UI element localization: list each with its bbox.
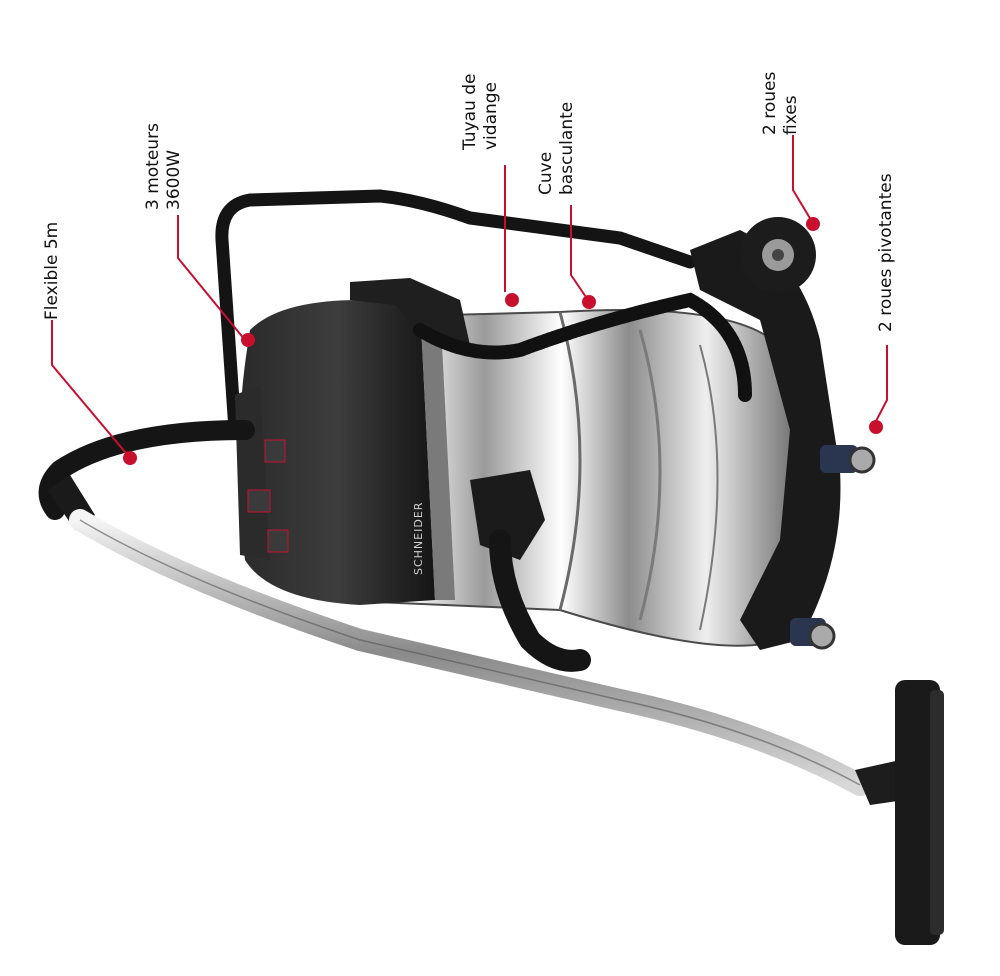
- tank-latch: [350, 278, 470, 345]
- callout-tank-label: Cuve basculante: [536, 101, 577, 195]
- floor-nozzle: [855, 680, 944, 945]
- leader-swivel-wheels: [873, 345, 888, 426]
- callout-dot-icon: [582, 295, 596, 309]
- leader-motors: [177, 215, 246, 341]
- swivel-wheel-bottom: [790, 618, 836, 650]
- callout-swivel-wheels-label: 2 roues pivotantes: [876, 173, 896, 332]
- callout-hose-label: Flexible 5m: [42, 221, 62, 320]
- callout-dot-icon: [806, 217, 820, 231]
- flexible-hose: [38, 420, 255, 520]
- callout-motors-label: 3 moteurs 3600W: [143, 123, 184, 210]
- hose-inlet: [470, 470, 545, 560]
- callout-dot-icon: [869, 420, 883, 434]
- leader-hose: [51, 320, 131, 459]
- leader-tank: [570, 205, 589, 301]
- push-handle: [215, 189, 697, 437]
- callout-dots: [123, 217, 883, 465]
- leader-fixed-wheels: [792, 135, 812, 221]
- callout-drain-label: Tuyau de vidange: [460, 73, 501, 150]
- callout-dot-icon: [505, 293, 519, 307]
- flexible-hose-lower: [489, 529, 591, 672]
- brand-mark: SCHNEIDER: [412, 502, 425, 575]
- drain-hose: [413, 292, 752, 402]
- callout-fixed-wheels-label: 2 roues fixes: [760, 71, 801, 135]
- callout-dot-icon: [123, 451, 137, 465]
- fixed-wheel: [740, 217, 816, 293]
- rear-chassis: [690, 230, 841, 650]
- swivel-wheel-top: [820, 445, 876, 474]
- callout-dot-icon: [241, 333, 255, 347]
- callout-leaders: [51, 135, 888, 459]
